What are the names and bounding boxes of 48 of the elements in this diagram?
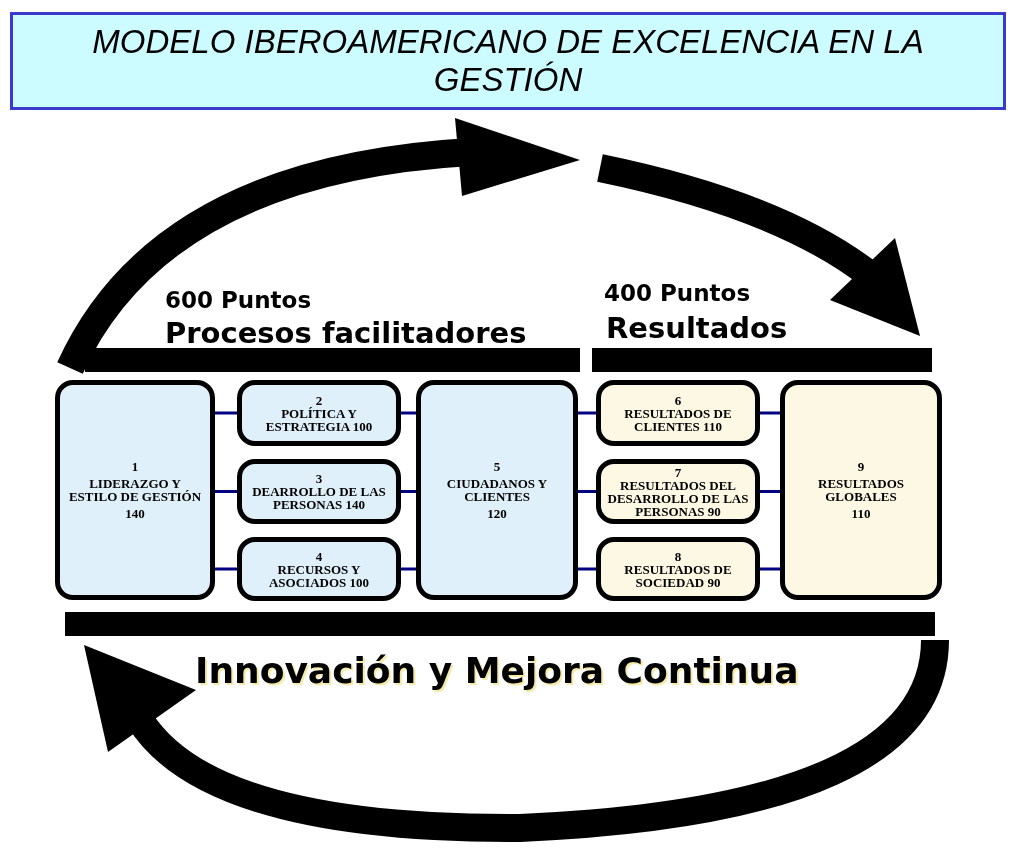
- criterion-number: 9: [857, 460, 865, 473]
- criterion-text: 110: [851, 507, 871, 520]
- criterion-text: 120: [487, 507, 507, 520]
- criterion-box: [596, 459, 760, 524]
- section-heading: Procesos facilitadores: [165, 315, 527, 352]
- section-heading: 600 Puntos: [165, 286, 312, 315]
- criterion-box: [237, 459, 401, 524]
- connector-line: [578, 411, 596, 415]
- connector-line: [760, 567, 780, 571]
- connector-line: [215, 567, 237, 571]
- connector-line: [760, 411, 780, 415]
- criterion-box: [596, 537, 760, 601]
- criterion-box: [237, 537, 401, 601]
- criterion-text: RESULTADOS GLOBALES: [817, 477, 905, 503]
- criterion-text: RESULTADOS DEL DESARROLLO DE LAS PERSONAS 90: [606, 478, 750, 518]
- connector-line: [401, 411, 416, 415]
- criterion-text: 140: [125, 507, 145, 520]
- connector-line: [401, 567, 416, 571]
- criterion-text: POLÍTICA Y ESTRATEGIA 100: [264, 406, 374, 433]
- connector-line: [215, 490, 237, 493]
- section-heading: Resultados: [606, 310, 788, 347]
- criterion-text: RECURSOS Y ASOCIADOS 100: [267, 562, 370, 589]
- criterion-number: 2: [315, 393, 323, 407]
- criterion-box: [416, 380, 578, 600]
- section-heading: 400 Puntos: [604, 279, 751, 308]
- connector-line: [215, 411, 237, 415]
- criterion-text: DEARROLLO DE LAS PERSONAS 140: [251, 485, 387, 511]
- criterion-number: 1: [131, 460, 139, 473]
- title: MODELO IBEROAMERICANO DE EXCELENCIA EN LA GESTIÓN: [91, 23, 925, 99]
- criterion-number: 8: [674, 549, 682, 563]
- criterion-number: 3: [315, 472, 323, 485]
- criterion-box: [55, 380, 215, 600]
- criterion-text: CIUDADANOS Y CLIENTES: [445, 477, 549, 503]
- criterion-box: [596, 380, 760, 446]
- connector-line: [578, 490, 596, 493]
- criterion-number: 4: [315, 549, 323, 563]
- connector-line: [578, 567, 596, 571]
- criterion-box: [780, 380, 942, 600]
- criterion-box: [237, 380, 401, 446]
- criterion-number: 7: [674, 465, 682, 479]
- section-heading: Innovación y Mejora Continua: [195, 649, 799, 693]
- criterion-number: 6: [674, 393, 682, 407]
- criterion-text: RESULTADOS DE SOCIEDAD 90: [623, 562, 733, 589]
- criterion-text: RESULTADOS DE CLIENTES 110: [623, 406, 733, 433]
- criterion-number: 5: [493, 460, 501, 473]
- criterion-text: LIDERAZGO Y ESTILO DE GESTIÓN: [67, 477, 203, 503]
- connector-line: [401, 490, 416, 493]
- connector-line: [760, 490, 780, 493]
